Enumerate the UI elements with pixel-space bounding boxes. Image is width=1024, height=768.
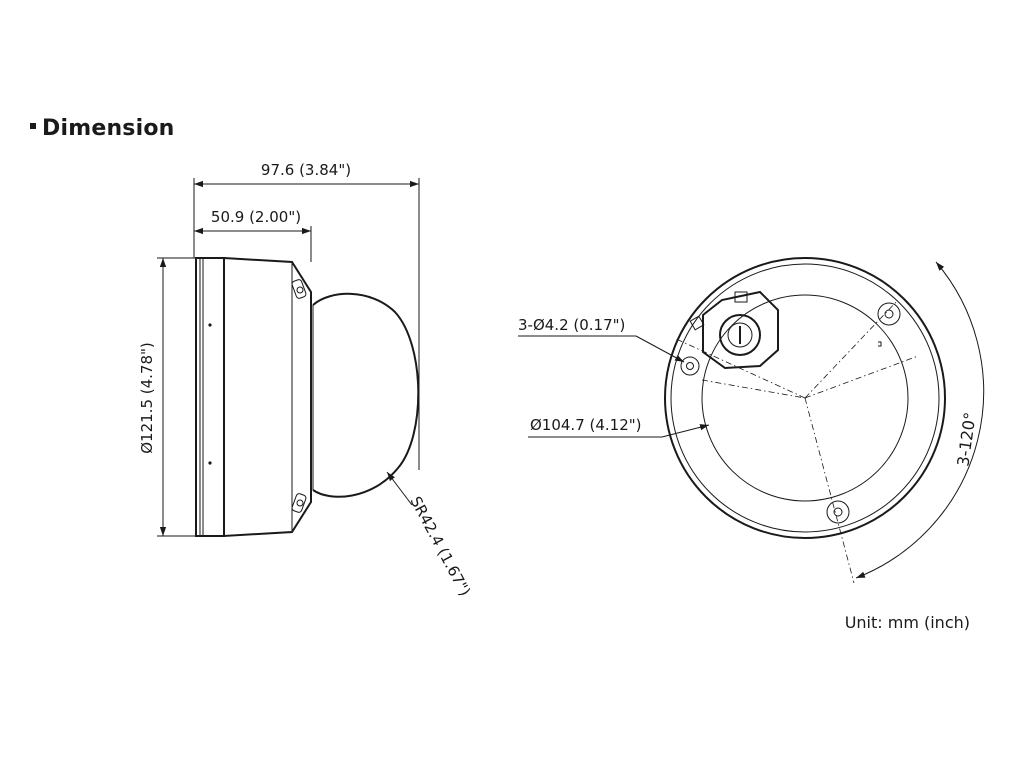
centerline-4 [673,337,806,399]
screw-dot-bottom [208,461,212,465]
mount-hole-bottom [833,507,843,517]
boss-left [680,356,700,376]
centerline-2 [804,299,899,399]
camera-dome [312,292,420,498]
arrow-mark [878,341,882,347]
housing-tab-top [291,279,307,299]
housing-tab-bottom [291,493,307,513]
mount-hole-left [686,362,694,370]
dome-radius-leader [386,471,413,506]
dome-radius-label: SR42.4 (1.67") [406,493,474,599]
mount-hole-top-right [884,309,894,319]
screw-dot-top [208,323,212,327]
section-title-text: Dimension [42,116,175,141]
base-length-label: 50.9 (2.00") [211,208,301,226]
overall-length-label: 97.6 (3.84") [261,161,351,179]
outer-ring [664,257,946,539]
cable-tab [689,315,705,331]
hole-spec-leader [635,335,685,363]
centerline-5 [701,379,806,399]
hole-circle-leader [661,424,710,438]
diameter-label: Ø121.5 (4.78") [138,342,156,454]
section-title: Dimension [30,116,175,141]
angle-arc [855,261,985,579]
cable-port [727,322,753,348]
centerline-3 [804,397,855,584]
unit-label: Unit: mm (inch) [845,613,970,632]
hole-spec-label: 3-Ø4.2 (0.17") [518,316,625,334]
bottom-view: 3-120° 3-Ø4.2 (0.17") Ø104.7 (4.12") [518,257,985,584]
hole-circle-label: Ø104.7 (4.12") [530,416,642,434]
side-view: 97.6 (3.84") 50.9 (2.00") Ø121.5 (4.78")… [138,161,474,599]
hole-angle-label: 3-120° [953,411,979,468]
bullet-icon [30,123,36,129]
cable-port-ring [719,314,761,356]
boss-bottom [826,500,850,524]
cable-clip [734,291,748,303]
tab-hole-bottom [296,499,304,507]
boss-top-right [877,302,901,326]
centerline-1 [804,355,919,399]
tab-hole-top [296,286,304,294]
